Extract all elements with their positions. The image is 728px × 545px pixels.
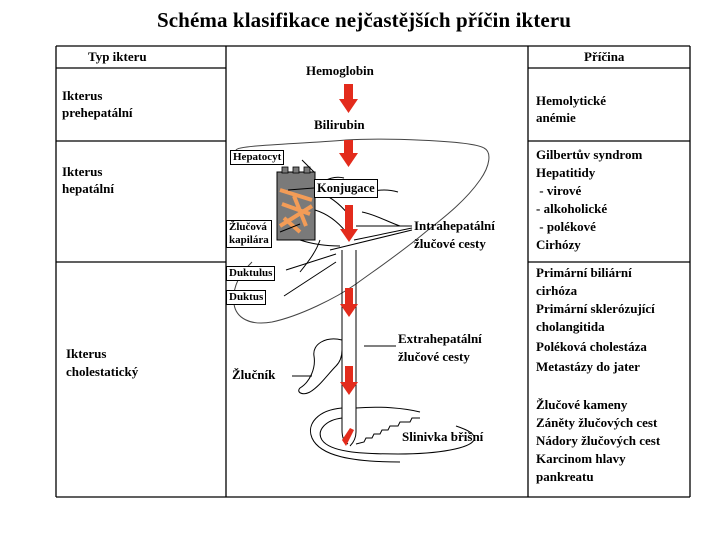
cause-r2-9: Nádory žlučových cest — [536, 433, 661, 448]
cause-r2-2: Primární sklerózující — [536, 301, 655, 316]
leader-lines — [279, 159, 396, 377]
cause-r2-7: Žlučové kameny — [536, 397, 628, 412]
type-cholestatic-line2: cholestatický — [66, 364, 139, 379]
label-konjugace: Konjugace — [314, 179, 378, 198]
cause-r1-0: Gilbertův syndrom — [536, 147, 643, 162]
pancreas — [355, 417, 420, 445]
header-pricina: Příčina — [584, 49, 625, 64]
label-kapilara: kapilára — [229, 234, 269, 246]
arrow-5 — [340, 366, 358, 395]
type-hepatic-line2: hepatální — [62, 181, 115, 196]
cause-r1-4: - polékové — [536, 219, 596, 234]
arrow-4 — [340, 288, 358, 317]
liver-outline — [233, 138, 490, 324]
cause-r2-11: pankreatu — [536, 469, 594, 484]
type-prehepatic-line1: Ikterus — [62, 88, 103, 103]
label-bilirubin: Bilirubin — [314, 117, 365, 132]
cause-r2-5: Metastázy do jater — [536, 359, 640, 374]
duodenum — [310, 406, 475, 463]
arrow-3 — [340, 205, 358, 242]
cause-r2-0: Primární biliární — [536, 265, 632, 280]
label-hemoglobin: Hemoglobin — [306, 63, 374, 78]
cause-r2-4: Poléková cholestáza — [536, 339, 647, 354]
page-title: Schéma klasifikace nejčastějších příčin … — [156, 8, 572, 32]
cause-r2-1: cirhóza — [536, 283, 578, 298]
type-prehepatic-line2: prehepatální — [62, 105, 133, 120]
bile-duct — [341, 250, 357, 447]
cause-r0-1: anémie — [536, 110, 576, 125]
cause-r2-10: Karcinom hlavy — [536, 451, 626, 466]
cause-r1-1: Hepatitidy — [536, 165, 596, 180]
label-zlucova-kapilara: Žlučová kapilára — [226, 220, 272, 248]
flow-arrows — [339, 84, 358, 446]
label-duktulus: Duktulus — [226, 266, 276, 281]
table-grid — [55, 45, 691, 498]
label-hepatocyt: Hepatocyt — [230, 150, 285, 165]
cause-r1-5: Cirhózy — [536, 237, 581, 252]
cause-r2-8: Záněty žlučových cest — [536, 415, 658, 430]
gallbladder — [298, 338, 343, 395]
hepatocyte — [276, 166, 316, 241]
label-duktus: Duktus — [226, 290, 267, 305]
label-extrahepatic-2: žlučové cesty — [398, 349, 470, 364]
label-extrahepatic-1: Extrahepatální — [398, 331, 482, 346]
arrow-2 — [339, 140, 358, 167]
type-hepatic-line1: Ikterus — [62, 164, 103, 179]
cause-r1-3: - alkoholické — [536, 201, 608, 216]
label-zlucnik: Žlučník — [232, 367, 276, 382]
arrow-1 — [339, 84, 358, 113]
cause-r2-3: cholangitida — [536, 319, 605, 334]
cause-r0-0: Hemolytické — [536, 93, 607, 108]
label-intrahepatic-2: žlučové cesty — [414, 236, 486, 251]
label-intrahepatic-1: Intrahepatální — [414, 218, 495, 233]
cause-r1-2: - virové — [536, 183, 582, 198]
type-cholestatic-line1: Ikterus — [66, 346, 107, 361]
label-zlucova: Žlučová — [229, 221, 267, 233]
arrow-6 — [342, 428, 354, 446]
label-slinivka: Slinivka břišní — [402, 429, 484, 444]
header-typ-ikteru: Typ ikteru — [88, 49, 147, 64]
